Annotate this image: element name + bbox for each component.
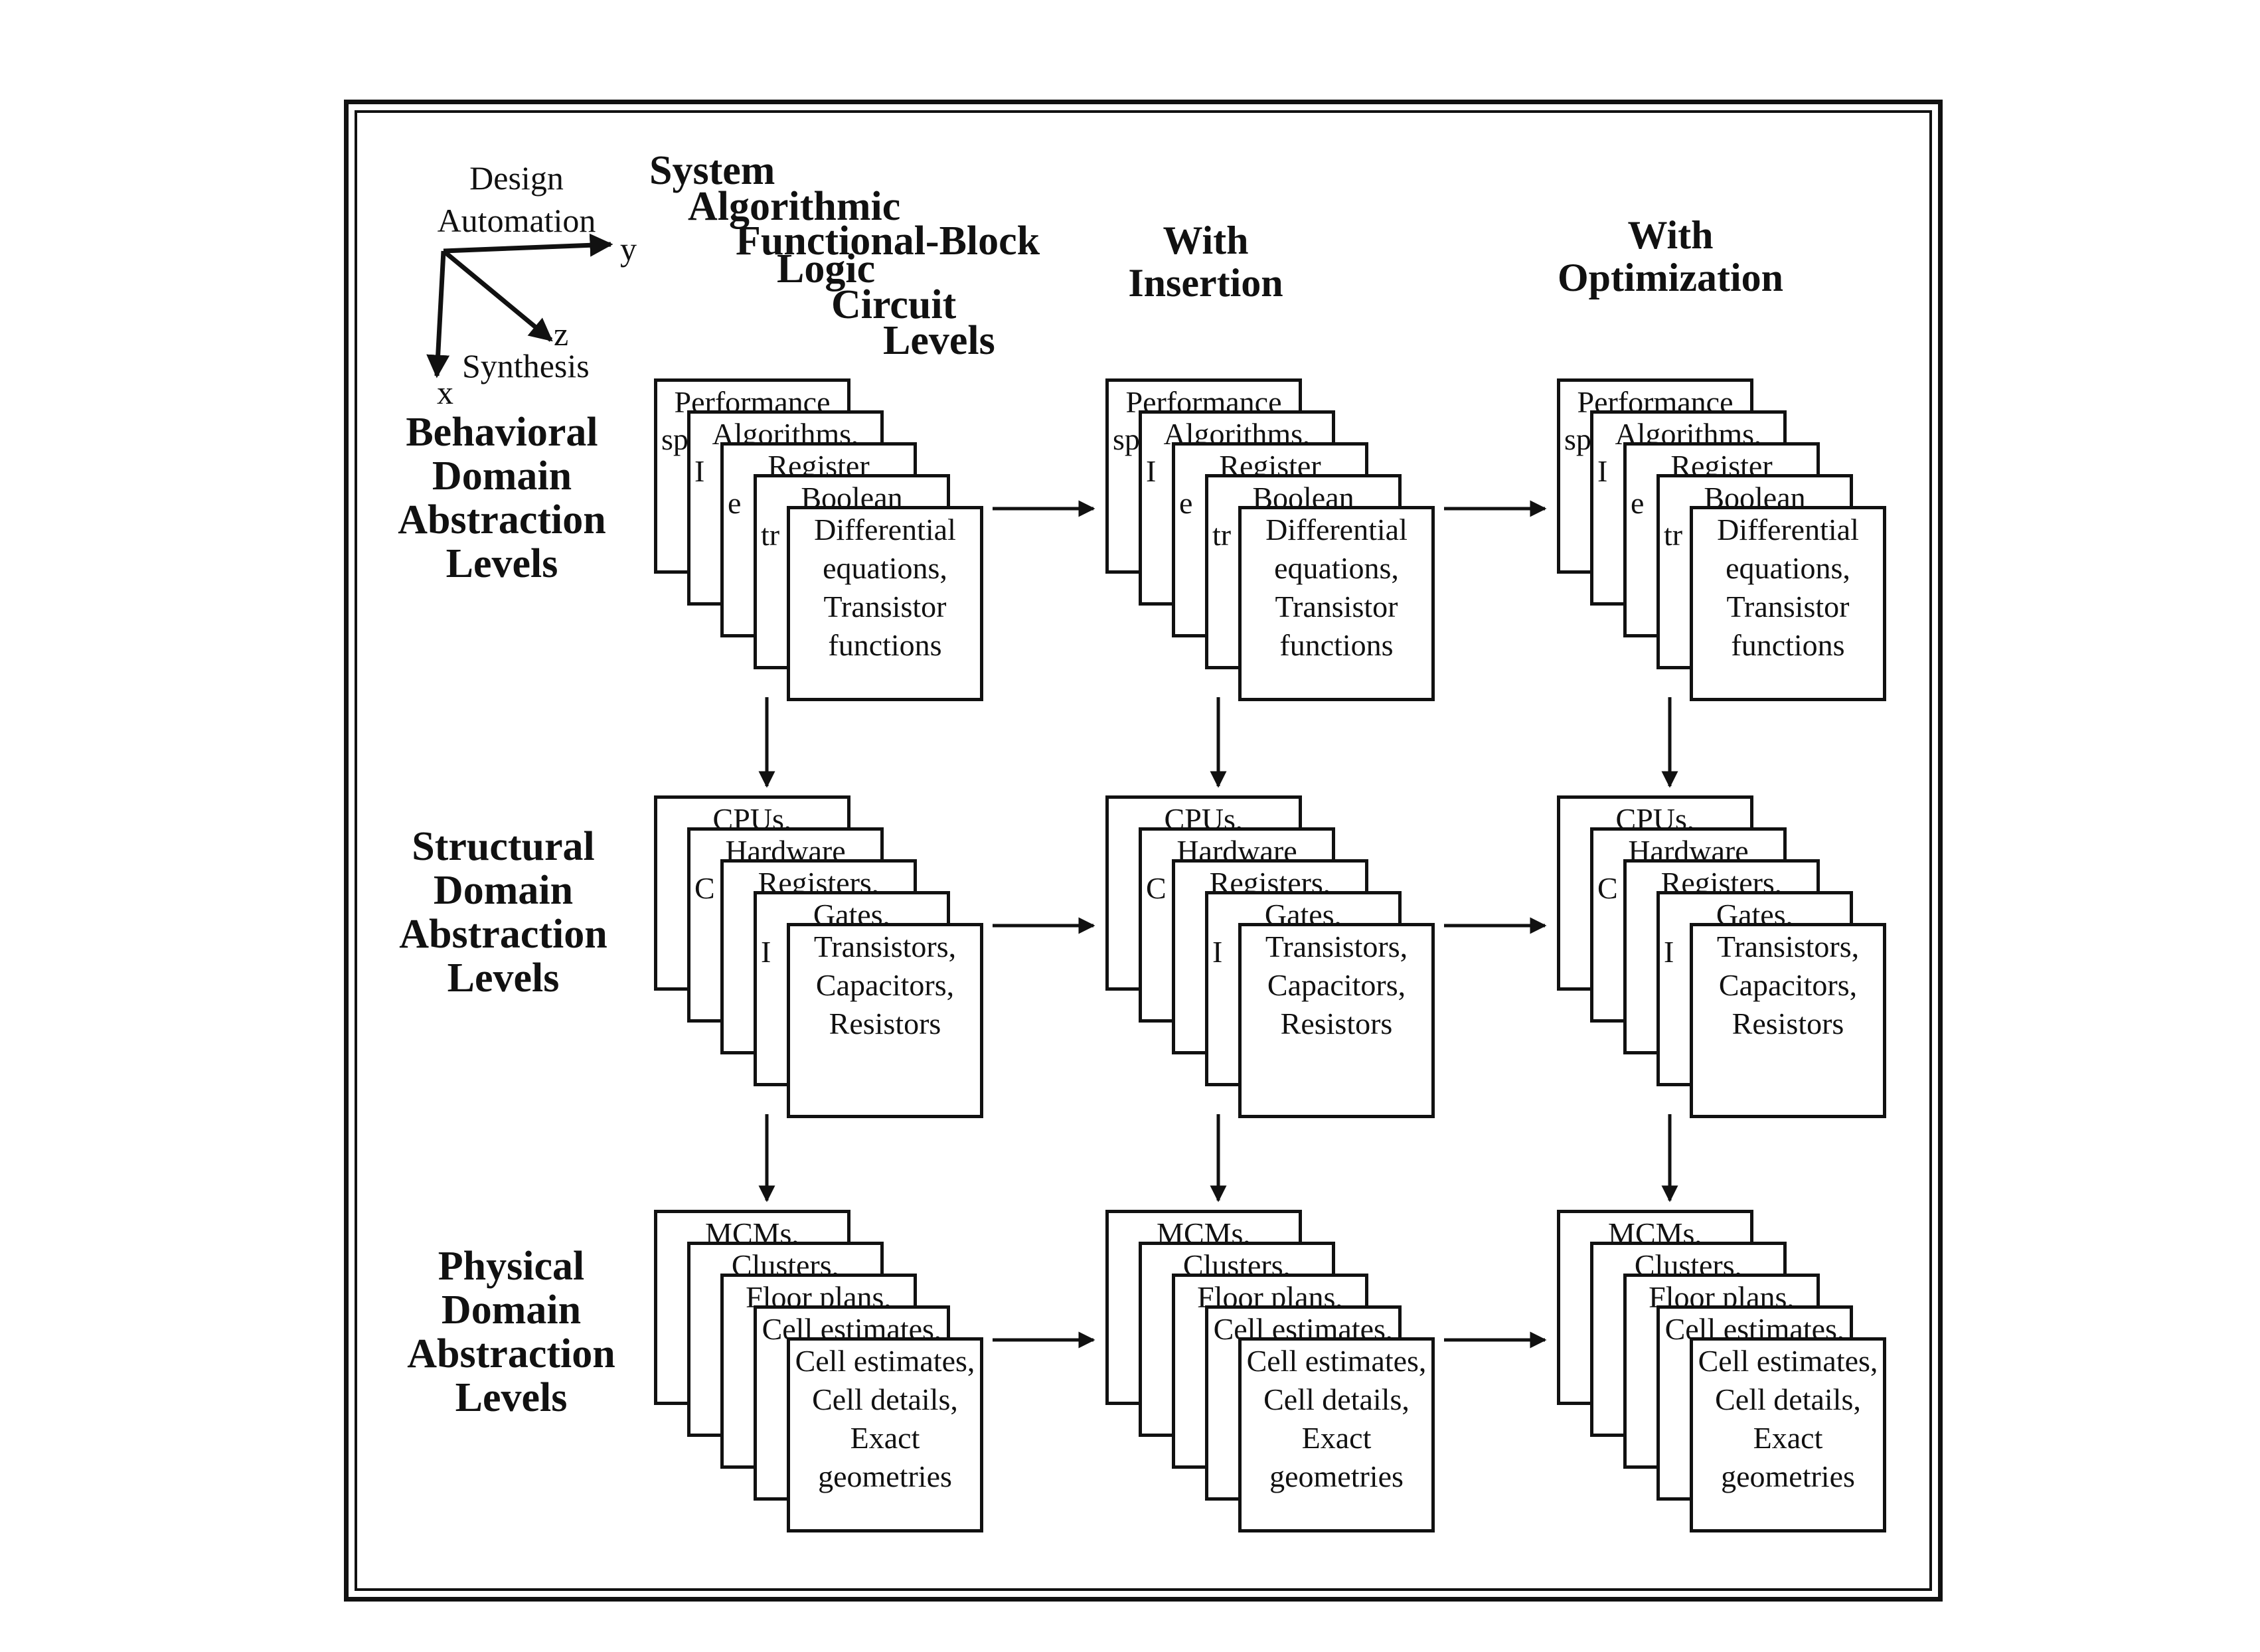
card-structural-col-2-5: Transistors, Capacitors, Resistors xyxy=(1238,923,1435,1118)
card-peek-text: tr xyxy=(1664,518,1683,552)
card-peek-text: sp xyxy=(1113,422,1140,456)
flow-arrows xyxy=(758,500,1678,1349)
level-functional-block: Functional-Block xyxy=(736,218,1040,264)
card-behavioral-col-1-5: Differential equations, Transistor funct… xyxy=(787,506,983,701)
card-peek-text: I xyxy=(694,454,705,488)
card-physical-col-1-5: Cell estimates, Cell details, Exact geom… xyxy=(787,1337,983,1532)
card-text: Cell estimates, Cell details, Exact geom… xyxy=(795,1344,975,1493)
card-peek-text: C xyxy=(1597,871,1618,905)
x-axis-label: x xyxy=(437,374,453,411)
card-peek-text: I xyxy=(1146,454,1157,488)
y-axis-arrow xyxy=(443,233,613,257)
card-text: Differential equations, Transistor funct… xyxy=(1265,513,1408,662)
card-text: Cell estimates, Cell details, Exact geom… xyxy=(1698,1344,1878,1493)
card-structural-col-1-5: Transistors, Capacitors, Resistors xyxy=(787,923,983,1118)
card-peek-text: e xyxy=(728,486,742,520)
card-peek-text: C xyxy=(694,871,715,905)
card-peek-text: tr xyxy=(1212,518,1232,552)
row-label-physical: Physical Domain Abstraction Levels xyxy=(407,1244,615,1420)
card-text: Cell estimates, Cell details, Exact geom… xyxy=(1246,1344,1427,1493)
x-axis-arrow xyxy=(426,250,450,378)
card-peek-text: I xyxy=(1664,935,1674,969)
card-peek-text: tr xyxy=(761,518,780,552)
level-levels: Levels xyxy=(883,318,995,363)
level-system: System xyxy=(649,148,775,193)
inner-frame xyxy=(355,110,1932,1591)
card-structural-col-3-5: Transistors, Capacitors, Resistors xyxy=(1690,923,1886,1118)
level-circuit: Circuit xyxy=(831,282,957,327)
card-behavioral-col-3-5: Differential equations, Transistor funct… xyxy=(1690,506,1886,701)
card-physical-col-3-5: Cell estimates, Cell details, Exact geom… xyxy=(1690,1337,1886,1532)
level-logic: Logic xyxy=(777,246,876,291)
row-label-structural: Structural Domain Abstraction Levels xyxy=(399,824,607,1001)
card-text: Transistors, Capacitors, Resistors xyxy=(813,930,957,1040)
card-peek-text: I xyxy=(1597,454,1608,488)
card-peek-text: I xyxy=(761,935,771,969)
y-axis-label: y xyxy=(620,230,637,268)
axis-arrows xyxy=(426,233,613,378)
card-peek-text: e xyxy=(1179,486,1193,520)
card-text: Transistors, Capacitors, Resistors xyxy=(1716,930,1860,1040)
level-algorithmic: Algorithmic xyxy=(688,184,901,229)
row-label-behavioral: Behavioral Domain Abstraction Levels xyxy=(398,410,606,586)
card-peek-text: C xyxy=(1146,871,1167,905)
card-text: Transistors, Capacitors, Resistors xyxy=(1265,930,1408,1040)
card-peek-text: I xyxy=(1212,935,1223,969)
card-text: Differential equations, Transistor funct… xyxy=(1717,513,1859,662)
card-behavioral-col-2-5: Differential equations, Transistor funct… xyxy=(1238,506,1435,701)
outer-frame xyxy=(344,100,1943,1602)
design-automation-label: Design Automation xyxy=(437,159,596,239)
card-physical-col-2-5: Cell estimates, Cell details, Exact geom… xyxy=(1238,1337,1435,1532)
z-axis-arrow xyxy=(442,249,553,342)
column-heading-optimization: With Optimization xyxy=(1558,213,1783,299)
card-peek-text: sp xyxy=(661,422,688,456)
z-axis-label: z xyxy=(554,315,569,353)
column-heading-insertion: With Insertion xyxy=(1128,218,1283,305)
card-peek-text: sp xyxy=(1564,422,1591,456)
card-peek-text: e xyxy=(1631,486,1645,520)
card-text: Differential equations, Transistor funct… xyxy=(814,513,956,662)
synthesis-label: Synthesis xyxy=(462,347,590,384)
